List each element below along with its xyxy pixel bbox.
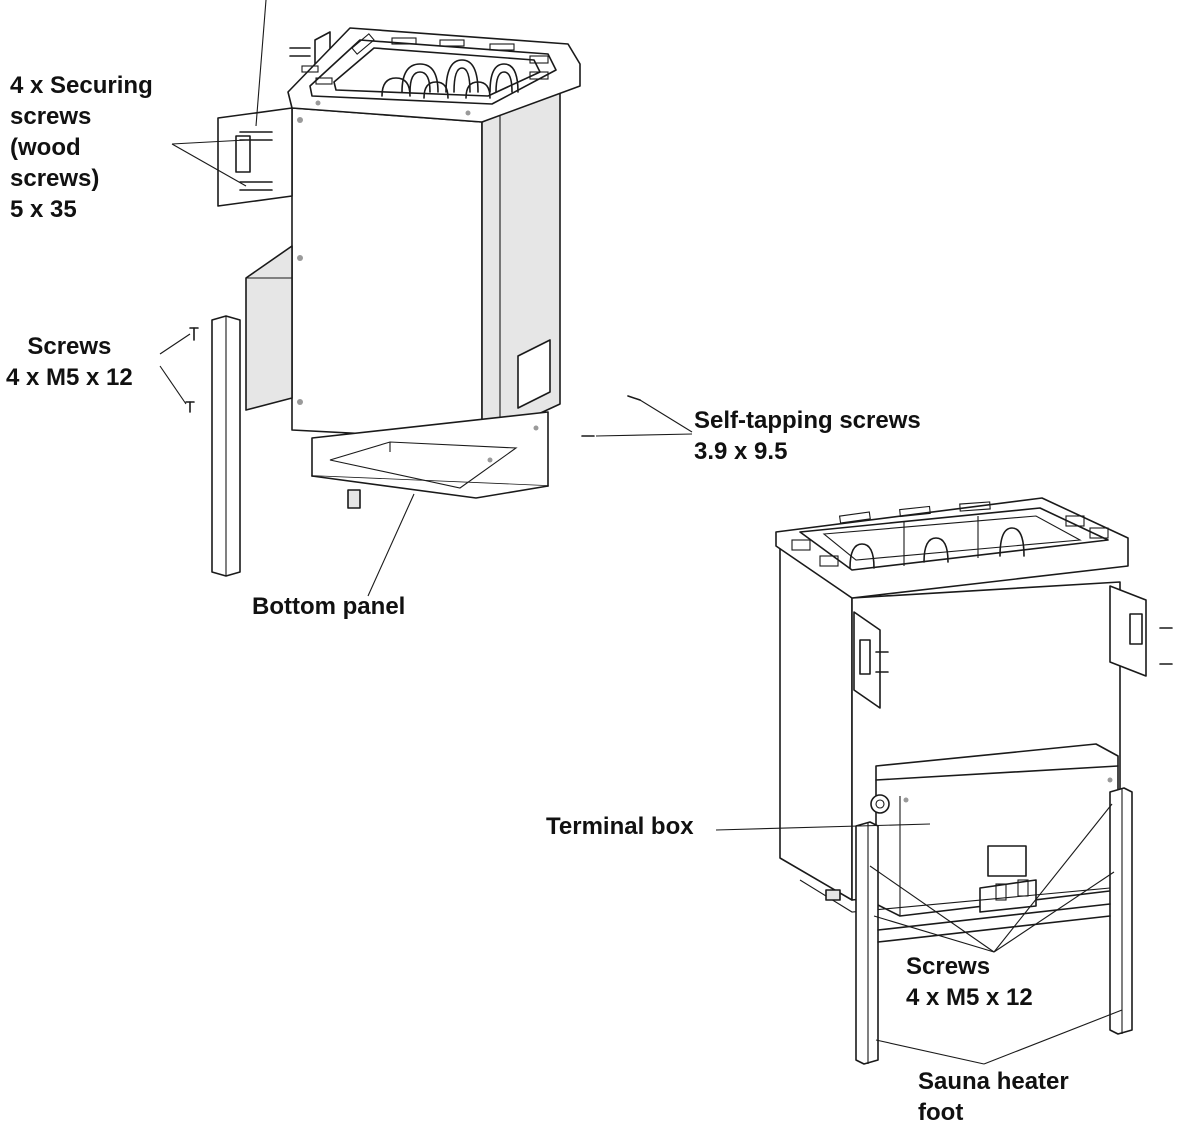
label-securing-screws: 4 x Securing screws (wood screws) 5 x 35	[10, 72, 153, 223]
label-screws-left: Screws 4 x M5 x 12	[6, 333, 133, 391]
label-heater-foot: Sauna heater foot	[918, 1068, 1069, 1126]
leader-lines-left	[159, 0, 693, 597]
leader-lines-right	[715, 803, 1123, 1065]
heater-right	[775, 497, 1173, 1065]
heater-left	[185, 27, 641, 577]
label-screws-right: Screws 4 x M5 x 12	[906, 953, 1033, 1011]
label-bottom-panel: Bottom panel	[252, 593, 406, 620]
label-terminal-box: Terminal box	[546, 813, 694, 840]
label-self-tapping-screws: Self-tapping screws 3.9 x 9.5	[694, 407, 921, 465]
